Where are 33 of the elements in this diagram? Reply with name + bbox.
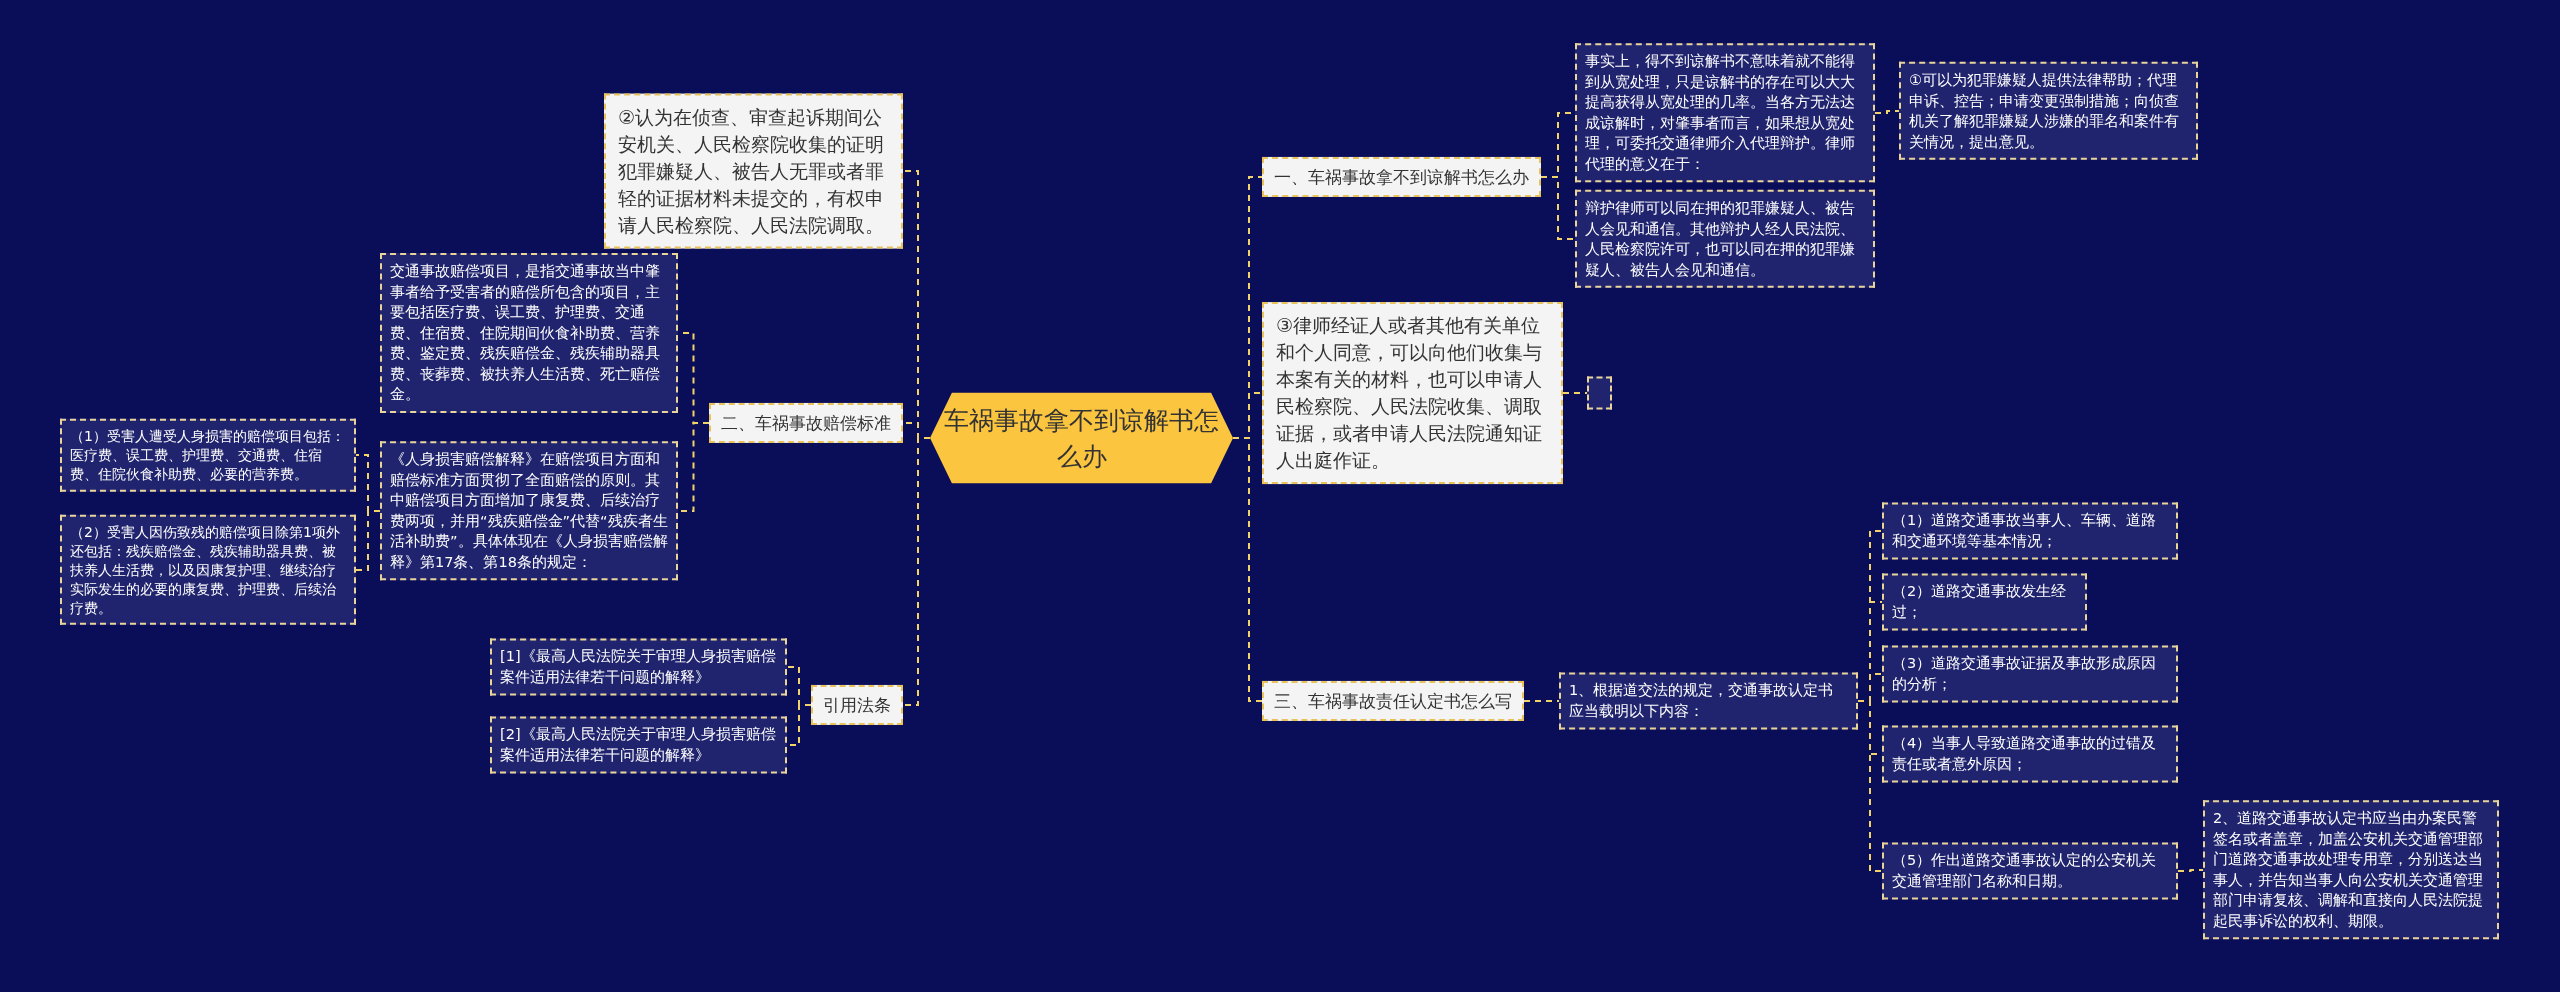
- note-box: 《人身损害赔偿解释》在赔偿项目方面和赔偿标准方面贯彻了全面赔偿的原则。其中赔偿项目方面增加了康复费、后续治疗费两项，并用“残疾赔偿金”代替“残疾者生活补助费”。具体体现在《人身损害赔偿解释》第17条、第18条的规定：: [380, 441, 678, 581]
- connector-line: [1874, 110, 1900, 114]
- central-topic-hexagon: 车祸事故拿不到谅解书怎么办: [930, 392, 1233, 484]
- note-box: ②认为在侦查、审查起诉期间公安机关、人民检察院收集的证明犯罪嫌疑人、被告人无罪或者罪轻的证据材料未提交的，有权申请人民检察院、人民法院调取。: [604, 93, 903, 249]
- note-box: [1]《最高人民法院关于审理人身损害赔偿案件适用法律若干问题的解释》: [490, 638, 787, 696]
- note-box: （5）作出道路交通事故认定的公安机关交通管理部门名称和日期。: [1882, 842, 2178, 900]
- connector-line: [1857, 700, 1883, 872]
- connector-line: [1523, 700, 1560, 702]
- note-box: 1、根据道交法的规定，交通事故认定书应当载明以下内容：: [1559, 672, 1858, 730]
- topic-box: 二、车祸事故赔偿标准: [709, 402, 903, 444]
- connector-line: [902, 437, 931, 706]
- note-box: （2）受害人因伤致残的赔偿项目除第1项外还包括：残疾赔偿金、残疾辅助器具费、被扶养人生活费，以及因康复护理、继续治疗实际发生的必要的康复费、护理费、后续治疗费。: [60, 514, 356, 626]
- note-box: 事实上，得不到谅解书不意味着就不能得到从宽处理，只是谅解书的存在可以大大提高获得从宽处理的几率。当各方无法达成谅解时，对肇事者而言，如果想从宽处理，可委托交通律师介入代理辩护。律师代理的意义在于：: [1575, 43, 1875, 183]
- note-box: （1）道路交通事故当事人、车辆、道路和交通环境等基本情况；: [1882, 502, 2178, 560]
- connector-line: [355, 510, 381, 571]
- note-box: [2]《最高人民法院关于审理人身损害赔偿案件适用法律若干问题的解释》: [490, 716, 787, 774]
- note-box: 辩护律师可以同在押的犯罪嫌疑人、被告人会见和通信。其他辩护人经人民法院、人民检察院许可，也可以同在押的犯罪嫌疑人、被告人会见和通信。: [1575, 189, 1875, 289]
- note-box: （1）受害人遭受人身损害的赔偿项目包括：医疗费、误工费、护理费、交通费、住宿费、住院伙食补助费、必要的营养费。: [60, 418, 356, 492]
- connector-line: [2177, 869, 2204, 872]
- note-box: ①可以为犯罪嫌疑人提供法律帮助；代理申诉、控告；申请变更强制措施；向侦查机关了解犯罪嫌疑人涉嫌的罪名和案件有关情况，提出意见。: [1899, 61, 2198, 161]
- connector-line: [1562, 392, 1588, 394]
- note-box: ③律师经证人或者其他有关单位和个人同意，可以向他们收集与本案有关的材料，也可以申请人民检察院、人民法院收集、调取证据，或者申请人民法院通知证人出庭作证。: [1262, 302, 1563, 484]
- note-box: 交通事故赔偿项目，是指交通事故当中肇事者给予受害者的赔偿所包含的项目，主要包括医疗费、误工费、护理费、交通费、住宿费、住院期间伙食补助费、营养费、鉴定费、残疾赔偿金、残疾辅助器具费、丧葬费、被扶养人生活费、死亡赔偿金。: [380, 253, 678, 413]
- note-box: （4）当事人导致道路交通事故的过错及责任或者意外原因；: [1882, 725, 2178, 783]
- note-box: 2、道路交通事故认定书应当由办案民警签名或者盖章，加盖公安机关交通管理部门道路交通事故处理专用章，分别送达当事人，并告知当事人向公安机关交通管理部门申请复核、调解和直接向人民法院提起民事诉讼的权利、期限。: [2203, 800, 2499, 940]
- note-box: （2）道路交通事故发生经过；: [1882, 573, 2087, 631]
- connector-line: [1232, 437, 1263, 702]
- topic-box: 三、车祸事故责任认定书怎么写: [1262, 680, 1524, 722]
- topic-box: 引用法条: [811, 684, 903, 726]
- empty-box: [1587, 376, 1612, 410]
- connector-line: [1540, 176, 1576, 240]
- topic-box: 一、车祸事故拿不到谅解书怎么办: [1262, 156, 1541, 198]
- note-box: （3）道路交通事故证据及事故形成原因的分析；: [1882, 645, 2178, 703]
